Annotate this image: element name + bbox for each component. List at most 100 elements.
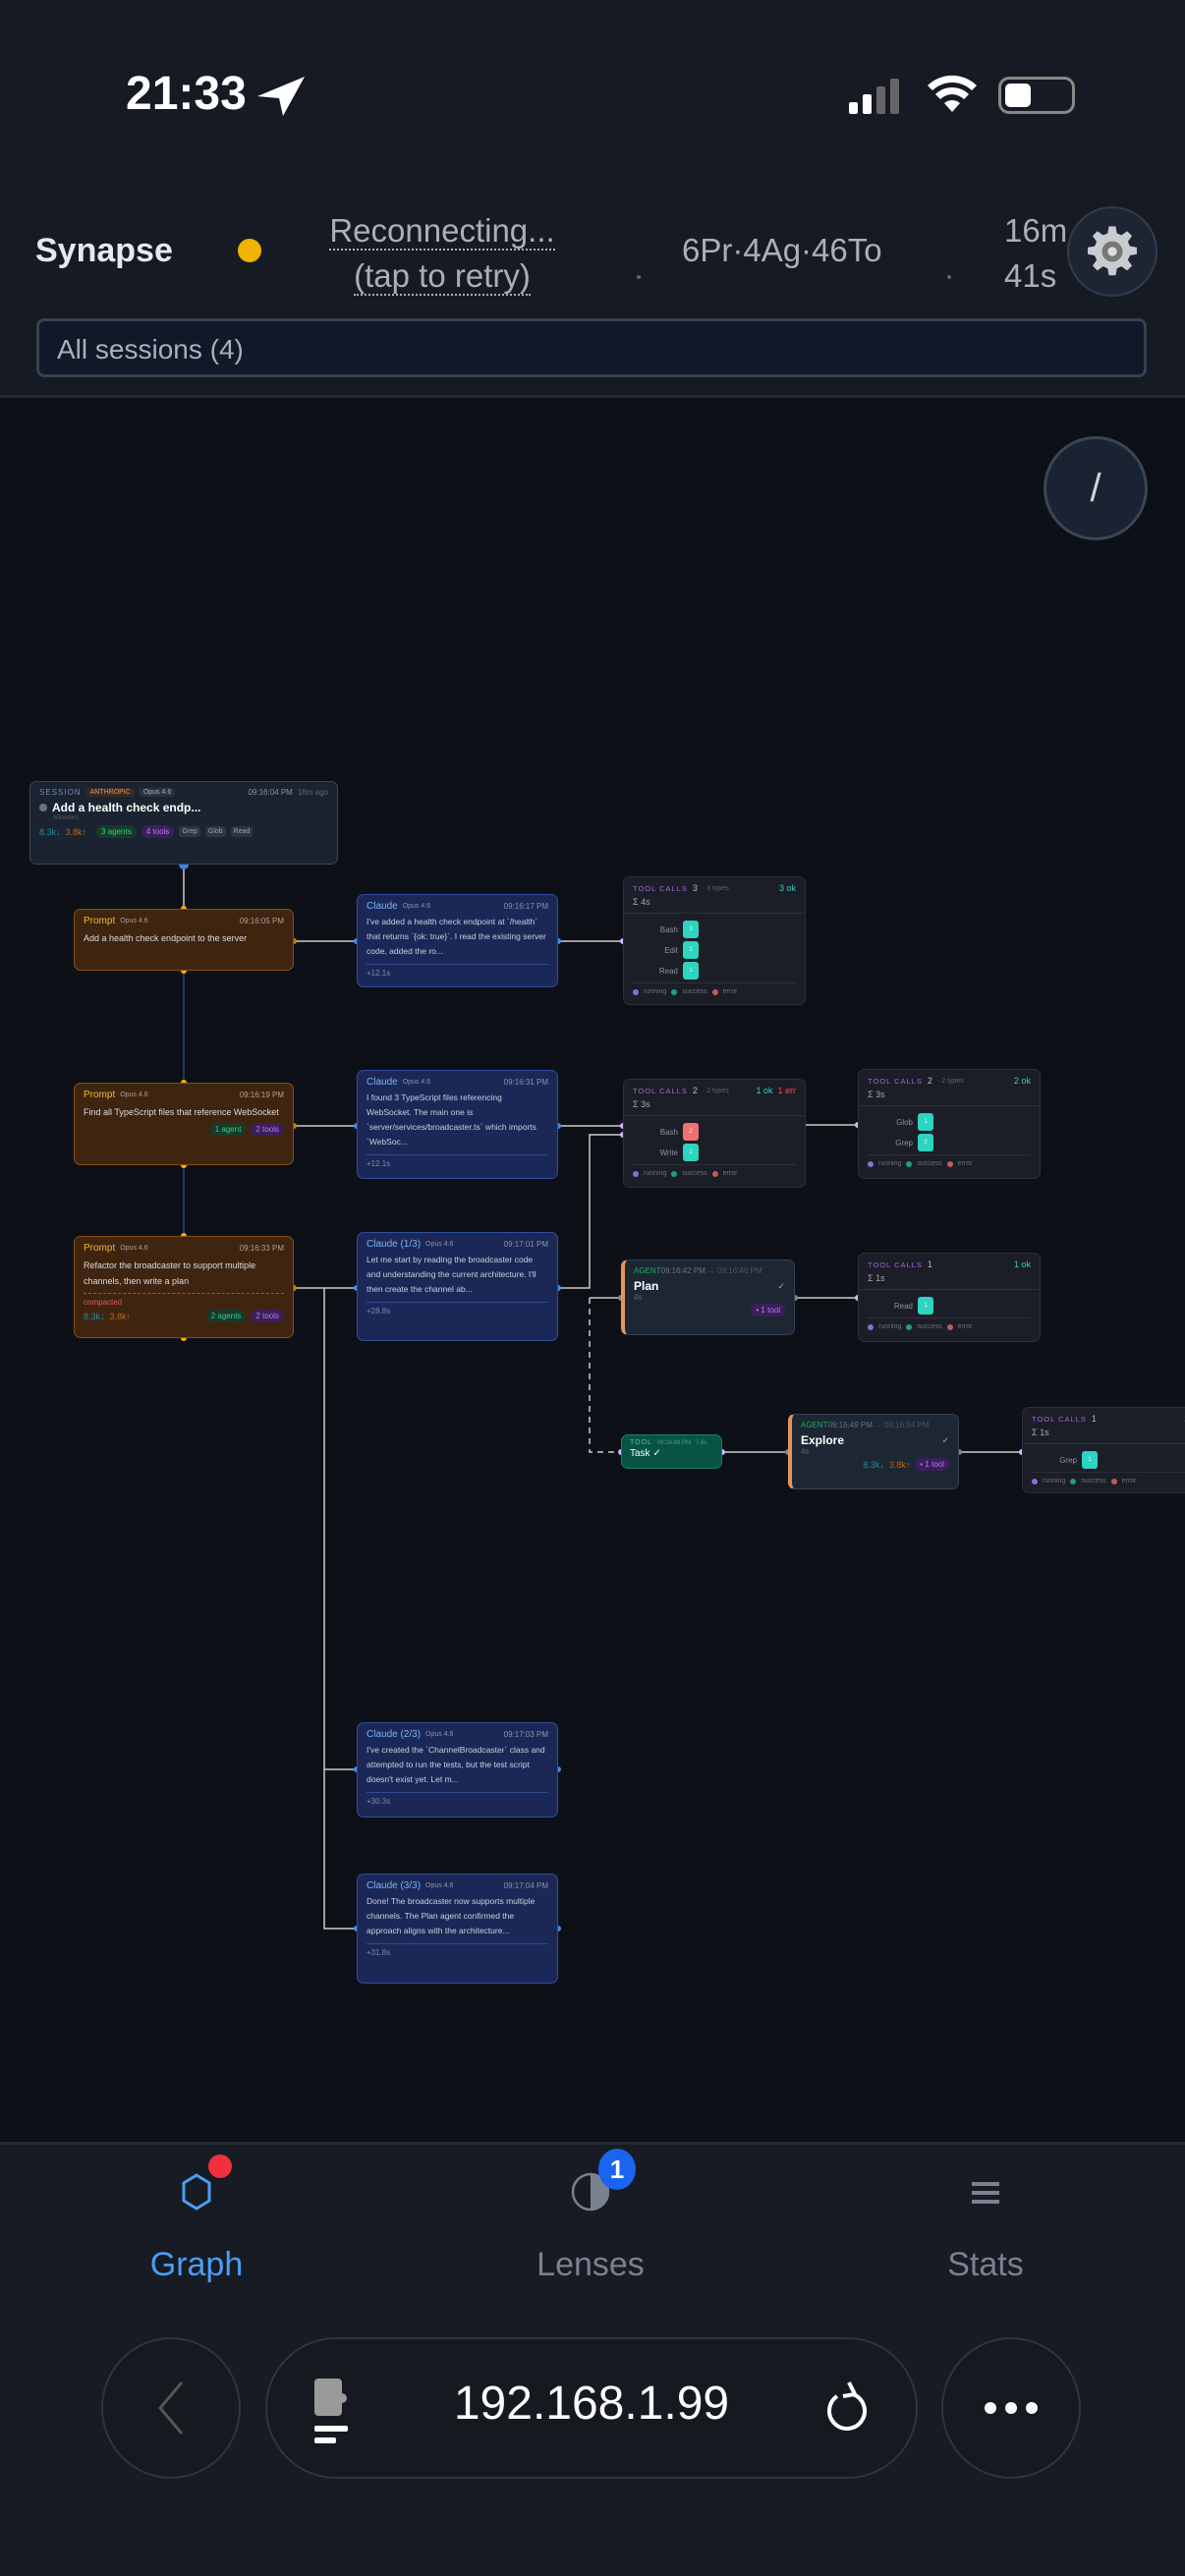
location-arrow-icon bbox=[257, 77, 305, 116]
response-delta: +31.8s bbox=[367, 1943, 548, 1957]
ok-count: 3 ok bbox=[778, 883, 796, 893]
agent-tools-pill: • 1 tool bbox=[751, 1304, 785, 1316]
more-button[interactable] bbox=[941, 2337, 1081, 2479]
tools-pill: 4 tools bbox=[141, 825, 175, 838]
legend-label: error bbox=[1121, 1478, 1137, 1484]
retry-hint: (tap to retry) bbox=[354, 257, 531, 296]
agent-start: 09:16:49 PM bbox=[827, 1421, 873, 1429]
session-filter-select[interactable]: All sessions (4) bbox=[36, 318, 1147, 377]
hexagon-icon bbox=[182, 2173, 211, 2211]
legend-swatch bbox=[868, 1323, 874, 1330]
tool-count: 2 bbox=[927, 1076, 932, 1086]
legend-swatch bbox=[711, 1170, 718, 1177]
model-label: Opus 4.6 bbox=[425, 1241, 454, 1248]
tool-count-bar: 2 bbox=[683, 941, 699, 959]
compacted-label: compacted bbox=[84, 1298, 123, 1307]
agent-end: → 09:16:46 PM bbox=[706, 1266, 762, 1275]
ok-count: 2 ok bbox=[1013, 1076, 1031, 1086]
legend-swatch bbox=[1110, 1478, 1117, 1484]
legend-swatch bbox=[671, 1170, 678, 1177]
address-bar[interactable]: 192.168.1.99 bbox=[265, 2337, 918, 2479]
tab-lenses[interactable]: Lenses 1 bbox=[473, 2149, 708, 2284]
response-text: I've created the `ChannelBroadcaster` cl… bbox=[367, 1745, 545, 1784]
app-name: Synapse bbox=[35, 232, 173, 269]
response-delta: +12.1s bbox=[367, 964, 548, 978]
tool-calls-label: TOOL CALLS bbox=[868, 1260, 923, 1269]
legend-label: success bbox=[917, 1323, 942, 1330]
tab-stats[interactable]: Stats bbox=[868, 2172, 1103, 2284]
gear-icon bbox=[1088, 226, 1137, 276]
tokens-out: 3.8k↑ bbox=[888, 1459, 911, 1470]
legend-label: error bbox=[722, 988, 738, 995]
settings-button[interactable] bbox=[1067, 206, 1157, 297]
response-time: 09:17:03 PM bbox=[503, 1730, 548, 1739]
tool-count-bar: 1 bbox=[683, 1144, 699, 1161]
model-badge: Opus 4.6 bbox=[139, 788, 176, 797]
ok-count: 1 ok bbox=[1013, 1260, 1031, 1269]
session-time: 09:16:04 PM bbox=[248, 788, 293, 797]
app-header: Synapse Reconnecting... (tap to retry) 6… bbox=[0, 187, 1185, 398]
search-button[interactable]: / bbox=[1044, 436, 1148, 540]
tool-types: · 2 types bbox=[702, 1087, 729, 1094]
back-button[interactable] bbox=[101, 2337, 241, 2479]
legend-label: running bbox=[644, 1170, 667, 1177]
legend-label: running bbox=[878, 1323, 902, 1330]
tool-name: Bash bbox=[659, 924, 678, 934]
agent-label: AGENT bbox=[801, 1421, 828, 1429]
tool-tag: Read bbox=[230, 826, 254, 837]
task-duration: 7.6s bbox=[695, 1439, 707, 1446]
session-subtitle: allnodes bbox=[53, 814, 80, 821]
prompt-time: 09:16:19 PM bbox=[239, 1091, 284, 1099]
connection-status: Reconnecting... bbox=[329, 212, 555, 251]
agents-pill: 1 agent bbox=[209, 1123, 247, 1136]
ok-count: 1 ok bbox=[756, 1086, 773, 1095]
tokens-in: 8.3k↓ bbox=[84, 1311, 105, 1321]
reconnect-button[interactable]: Reconnecting... (tap to retry) bbox=[295, 208, 590, 299]
clock: 21:33 bbox=[126, 68, 247, 120]
agents-pill: 2 agents bbox=[205, 1310, 247, 1322]
legend-swatch bbox=[633, 988, 639, 995]
agent-duration: 4s bbox=[801, 1447, 810, 1456]
legend-label: running bbox=[644, 988, 667, 995]
task-name: Task ✓ bbox=[630, 1448, 661, 1459]
model-label: Opus 4.6 bbox=[402, 1079, 431, 1086]
graph-edges bbox=[179, 860, 1025, 1932]
tokens-out: 3.8k↑ bbox=[109, 1311, 132, 1321]
tool-count-bar: 1 bbox=[918, 1113, 933, 1131]
tab-graph[interactable]: Graph bbox=[79, 2155, 314, 2284]
session-label: SESSION bbox=[39, 788, 82, 797]
legend-swatch bbox=[711, 988, 718, 995]
prompt-label: Prompt bbox=[84, 1090, 116, 1100]
legend-swatch bbox=[906, 1323, 913, 1330]
total-duration: Σ 4s bbox=[633, 897, 650, 907]
graph-edge bbox=[558, 1134, 858, 1299]
provider-badge: ANTHROPIC bbox=[85, 788, 135, 797]
